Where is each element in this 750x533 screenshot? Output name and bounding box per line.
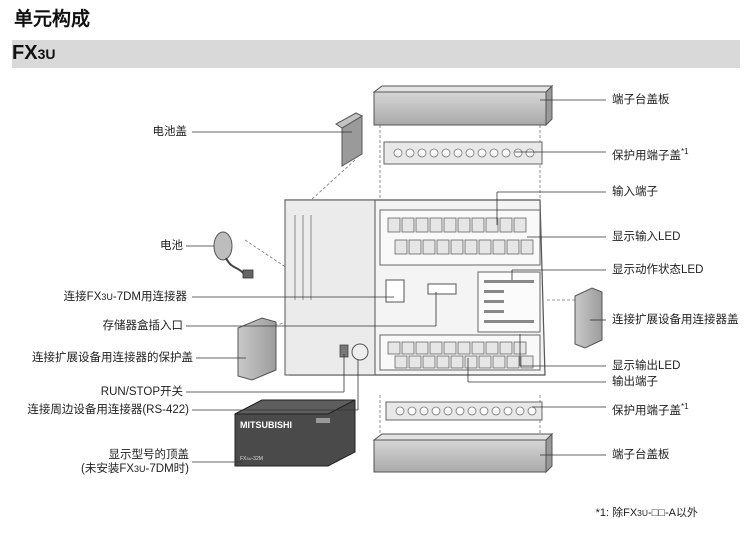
model-top-cover: MITSUBISHI FX3U-32M <box>234 399 356 467</box>
dm-connector <box>385 279 405 303</box>
section-title: FX3U <box>12 42 55 65</box>
device-model-text: FX3U-32M <box>240 456 263 462</box>
label-expansion-connector-cover: 连接扩展设备用连接器盖 <box>612 314 739 326</box>
battery <box>213 231 254 279</box>
main-unit-body <box>284 199 546 376</box>
label-status-led: 显示动作状态LED <box>612 264 704 276</box>
section-header-bar <box>12 40 740 68</box>
label-protective-terminal-cover-bottom: 保护用端子盖*1 <box>612 402 689 417</box>
leader-lines-right <box>467 99 606 456</box>
label-battery-cover: 电池盖 <box>152 126 188 138</box>
label-peripheral-connector: 连接周边设备用连接器(RS-422) <box>27 404 189 416</box>
label-terminal-cover-top: 端子台盖板 <box>612 94 670 106</box>
label-run-stop: RUN/STOP开关 <box>100 386 183 398</box>
label-terminal-cover-bottom: 端子台盖板 <box>612 449 670 461</box>
label-expansion-connector-protect: 连接扩展设备用连接器的保护盖 <box>32 352 193 364</box>
footnote: *1: 除FX3U-□□-A以外 <box>595 507 698 519</box>
label-top-cover: 显示型号的顶盖(未安装FX3U-7DM时) <box>81 449 189 475</box>
terminal-cover-top <box>372 84 554 127</box>
label-memory-cassette: 存储器盒插入口 <box>102 320 184 332</box>
input-terminal-block <box>387 217 534 255</box>
page-title: 单元构成 <box>14 9 91 30</box>
expansion-connector-cover <box>574 287 603 349</box>
section-title-main: FX <box>12 42 38 64</box>
peripheral-port <box>351 343 369 361</box>
memory-cassette-slot <box>427 283 457 295</box>
label-input-led: 显示输入LED <box>612 231 681 243</box>
label-output-led: 显示输出LED <box>612 360 681 372</box>
section-title-sub: 3U <box>37 46 56 62</box>
device-brand-text: MITSUBISHI <box>240 420 292 430</box>
protective-terminal-cover-bottom <box>385 401 543 421</box>
label-battery: 电池 <box>160 240 183 252</box>
label-dm-connector: 连接FX3U-7DM用连接器 <box>63 291 187 303</box>
expansion-connector-protective-cover <box>237 317 277 381</box>
output-terminal-block <box>387 341 534 369</box>
label-input-terminal: 输入端子 <box>612 186 658 198</box>
label-output-terminal: 输出端子 <box>612 376 658 388</box>
leader-lines-left <box>186 131 437 463</box>
battery-cover <box>335 112 364 167</box>
protective-terminal-cover-top <box>383 141 543 165</box>
label-protective-terminal-cover-top: 保护用端子盖*1 <box>612 147 689 162</box>
terminal-cover-bottom <box>372 432 554 474</box>
